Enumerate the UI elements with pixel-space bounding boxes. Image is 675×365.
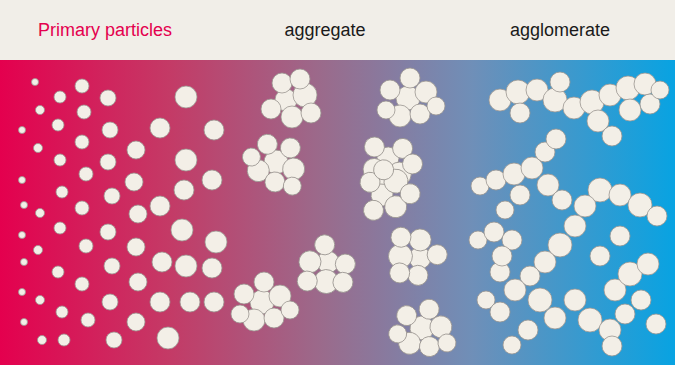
aggregates: [231, 68, 466, 365]
column-heading: aggregate: [284, 19, 365, 41]
top-band: [0, 0, 675, 60]
primary-particles: [19, 79, 228, 350]
column-heading: Primary particles: [38, 19, 172, 41]
column-heading: agglomerate: [510, 19, 610, 41]
agglomerates: [469, 72, 669, 356]
gradient-ground: [0, 60, 675, 365]
